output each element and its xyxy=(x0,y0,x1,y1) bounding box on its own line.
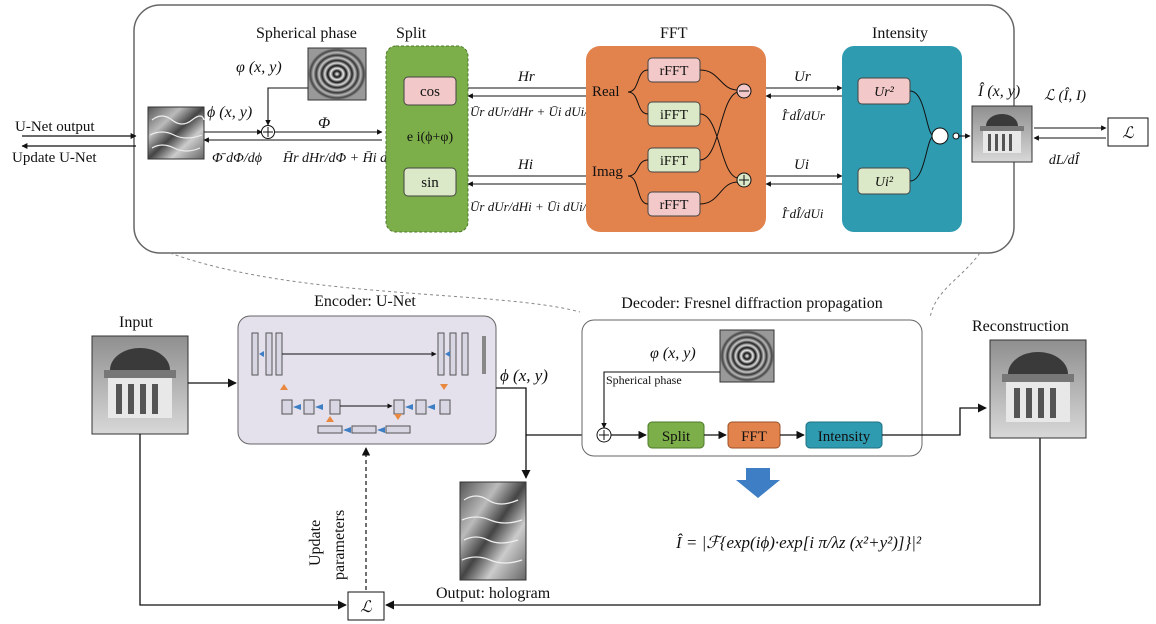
grad-Hi-label: Ūr dUr/dHi + Ūi dUi/dHi xyxy=(470,199,606,214)
formula-down-arrow xyxy=(736,468,780,498)
Hi-label: Hi xyxy=(517,157,533,173)
input-label: Input xyxy=(119,314,153,331)
update-unet-label: Update U-Net xyxy=(12,150,97,166)
real-label: Real xyxy=(592,84,620,100)
sph-to-sum-bottom-line xyxy=(601,371,720,429)
split-label-bottom: Split xyxy=(662,429,691,445)
decoder-title: Decoder: Fresnel diffraction propagation xyxy=(621,295,882,312)
reconstruction-label: Reconstruction xyxy=(972,318,1069,335)
cos-box xyxy=(403,76,457,106)
intensity-title-top: Intensity xyxy=(872,25,928,42)
Ui-label: Ui xyxy=(794,157,809,173)
ifft-label-2: iFFT xyxy=(660,154,688,169)
intensity-sum-node xyxy=(931,127,949,145)
fresnel-formula: Î = |ℱ{exp(iϕ)·exp[i π/λz (x²+y²)]}|² xyxy=(675,533,922,552)
decoder-to-recon-line xyxy=(882,403,987,436)
recon-to-loss-line xyxy=(385,438,1041,610)
input-image xyxy=(91,335,189,435)
sin-box xyxy=(403,167,457,197)
unet-blue-arrows xyxy=(259,351,450,433)
spherical-phase-image-top xyxy=(307,47,367,101)
encoder-box xyxy=(237,315,497,445)
grad-Ui-label: Î̄ dÎ/dUi xyxy=(781,206,824,221)
phi-sph-label-bottom: φ (x, y) xyxy=(650,345,696,362)
grad-Ur-label: Î̄ dÎ/dUr xyxy=(781,108,826,123)
ur2-label: Ur² xyxy=(874,85,895,100)
spherical-phase-title: Spherical phase xyxy=(256,25,357,42)
fft-internal-wires xyxy=(627,69,739,205)
phi-hol-label-top: ϕ (x, y) xyxy=(207,104,252,121)
spherical-phase-image-bottom xyxy=(719,329,775,383)
I-hat-label: Î (x, y) xyxy=(977,81,1020,100)
sin-label: sin xyxy=(421,175,439,191)
split-title-top: Split xyxy=(396,25,427,42)
phi-hol-label-bottom: ϕ (x, y) xyxy=(500,366,548,385)
encoder-title: Encoder: U-Net xyxy=(314,293,416,310)
minus-node xyxy=(736,83,752,99)
exp-label: e i(ϕ+φ) xyxy=(407,130,454,145)
update-label-2: parameters xyxy=(331,510,348,580)
ifft-label-1: iFFT xyxy=(660,108,688,123)
loss-label: ℒ (Î, I) xyxy=(1044,87,1086,104)
sph-to-sum-line xyxy=(265,87,308,126)
ui2-label: Ui² xyxy=(875,175,894,190)
fft-label-bottom: FFT xyxy=(741,429,767,445)
output-hologram-label: Output: hologram xyxy=(436,585,551,602)
fft-title-top: FFT xyxy=(660,25,688,42)
encoder-to-decoder-line xyxy=(496,387,598,440)
rfft-label-1: rFFT xyxy=(660,64,689,79)
grad-Hr-label: Ūr dUr/dHr + Ūi dUi/dHr xyxy=(470,104,610,119)
plus-node xyxy=(736,172,752,188)
spherical-phase-label-bottom: Spherical phase xyxy=(606,373,682,387)
loss-box-top-label: ℒ xyxy=(1122,125,1134,142)
unet-orange-arrows xyxy=(280,384,448,422)
unet-schematic xyxy=(251,332,469,434)
sum-node-top xyxy=(261,125,275,139)
loss-box-bottom xyxy=(347,591,385,621)
unet-output-label: U-Net output xyxy=(15,119,95,135)
hologram-thumbnail-top xyxy=(147,106,205,160)
grad-phi-label: Φ̄ dΦ/dϕ xyxy=(212,151,262,166)
loss-box-bottom-label: ℒ xyxy=(360,599,372,616)
intensity-label-bottom: Intensity xyxy=(818,429,871,445)
Phi-label: Φ xyxy=(318,115,330,132)
reconstruction-thumbnail-top xyxy=(971,105,1033,163)
update-label-1: Update xyxy=(307,520,324,566)
cos-label: cos xyxy=(420,84,440,100)
input-to-loss-line xyxy=(139,434,347,610)
hologram-output-image xyxy=(459,481,527,581)
dL-dI-label: dL/dÎ xyxy=(1049,151,1081,168)
Hr-label: Hr xyxy=(517,69,535,85)
loss-box-top xyxy=(1107,117,1149,147)
Ur-label: Ur xyxy=(794,69,811,85)
sum-node-bottom xyxy=(596,427,612,443)
phi-sph-label-top: φ (x, y) xyxy=(236,59,282,76)
rfft-label-2: rFFT xyxy=(660,198,689,213)
dashed-connector-right xyxy=(929,252,981,319)
reconstruction-image xyxy=(989,339,1087,439)
imag-label: Imag xyxy=(592,164,623,180)
